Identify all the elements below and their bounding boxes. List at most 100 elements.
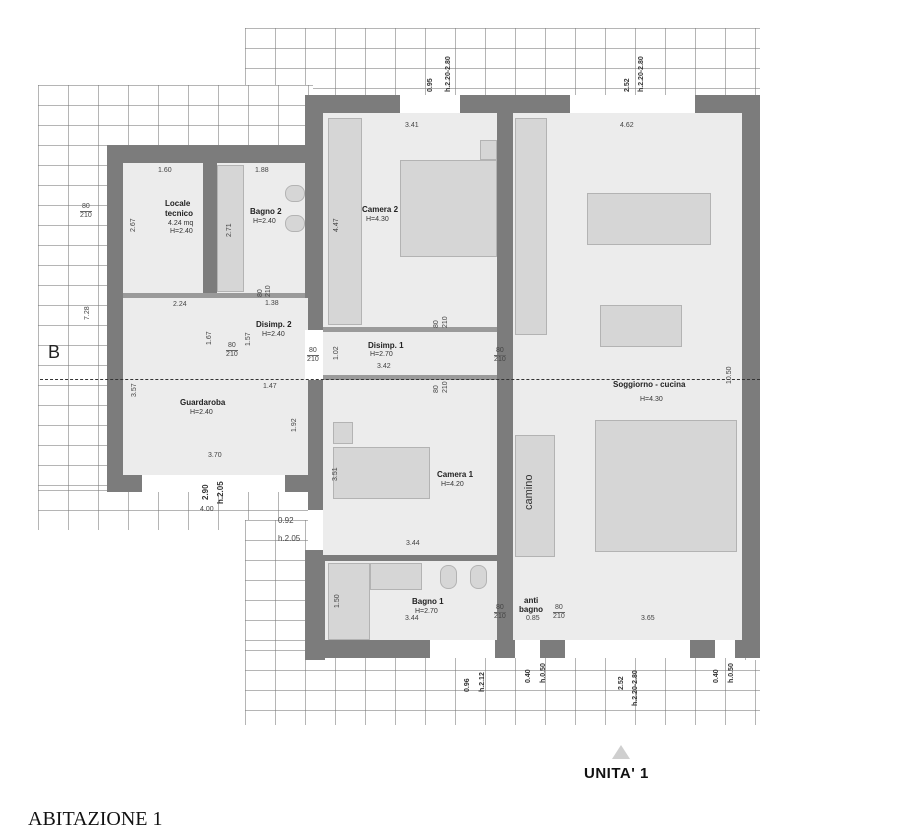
camera2-name: Camera 2	[362, 205, 399, 214]
wall-bottom-c	[540, 640, 565, 658]
door-bagno2-h: 210	[265, 285, 272, 297]
window-bagno1	[430, 640, 495, 658]
sofa-living	[595, 420, 737, 552]
paving-bottom-terrace	[245, 650, 760, 725]
room-locale-tecnico	[123, 163, 203, 293]
disimp1-name: Disimp. 1	[368, 341, 404, 350]
door-disimp1-right: 80 210	[494, 347, 506, 364]
window-soggiorno-top	[570, 95, 695, 113]
guardaroba-width: 3.70	[208, 452, 222, 459]
wall-main-left-upper	[305, 95, 323, 330]
window-guardaroba	[142, 475, 285, 492]
door-height: 210	[494, 613, 506, 620]
disimp2-depth: 1.57	[245, 332, 252, 346]
window-soggiorno-top-w: 2.52	[624, 78, 631, 92]
bottom-title: ABITAZIONE 1	[28, 808, 163, 830]
shower-bagno2	[217, 165, 244, 292]
bagno2-name: Bagno 2	[250, 207, 282, 216]
exterior-left-dim: 7.28	[84, 306, 91, 320]
door-width: 80	[553, 604, 565, 613]
window-antibagno	[515, 640, 540, 658]
kitchen-island	[587, 193, 711, 245]
bagno1-width: 3.44	[405, 615, 419, 622]
window-soggiorno-bottom	[565, 640, 690, 658]
disimp2-width: 1.38	[265, 300, 279, 307]
guardaroba-inner: 1.67	[206, 331, 213, 345]
door-bagno2-w: 80	[257, 289, 264, 297]
bed-camera2	[400, 160, 497, 257]
toilet-bagno1	[440, 565, 457, 589]
soggiorno-name: Soggiorno - cucina	[613, 380, 686, 389]
window-soggiorno-bottom-w: 2.52	[618, 676, 625, 690]
disimp2-name: Disimp. 2	[256, 320, 292, 329]
antibagno-name-2: bagno	[519, 605, 543, 614]
entrance-width: 0.92	[278, 516, 294, 525]
room-guardaroba	[123, 298, 308, 475]
bagno2-height: H=2.40	[253, 218, 276, 225]
door-camera2-h: 210	[442, 316, 449, 328]
locale-tecnico-area: 4.24 mq	[168, 220, 194, 227]
door-camera1-h: 210	[442, 381, 449, 393]
disimp1-depth: 1.02	[333, 346, 340, 360]
section-line-b	[40, 379, 760, 380]
bed-camera1	[333, 447, 430, 499]
bidet-bagno2	[285, 215, 305, 232]
door-height: 210	[226, 351, 238, 358]
bidet-bagno1	[470, 565, 487, 589]
door-width: 80	[494, 347, 506, 356]
camino-label: camino	[523, 474, 535, 510]
disimp2-height: H=2.40	[262, 331, 285, 338]
nightstand-camera1	[333, 422, 353, 444]
wall-main-left-lower	[308, 380, 323, 510]
window-guardaroba-h: h.2.05	[216, 481, 225, 504]
window-soggiorno-top-h: h.2.20-2.80	[638, 56, 645, 92]
locale-tecnico-depth: 2.67	[130, 218, 137, 232]
door-width: 80	[80, 203, 92, 212]
window-guardaroba-w: 2.90	[201, 484, 210, 500]
window-bagno1-h: h.2.12	[479, 672, 486, 692]
wall-main-right	[742, 95, 760, 655]
wall-bottom-d	[690, 640, 715, 658]
camera1-height: H=4.20	[441, 481, 464, 488]
bagno1-name: Bagno 1	[412, 597, 444, 606]
room-disimp1	[323, 332, 497, 375]
wall-left-wing-top	[107, 145, 322, 163]
antibagno-name-1: anti	[524, 596, 539, 605]
wall-bagno1-top	[325, 555, 560, 561]
disimp1-width: 3.42	[377, 363, 391, 370]
bagno1-height: H=2.70	[415, 608, 438, 615]
window-antibagno-h: h.0.50	[540, 663, 547, 683]
guardaroba-depth: 3.57	[131, 383, 138, 397]
door-width: 80	[307, 347, 319, 356]
locale-tecnico-name-2: tecnico	[165, 209, 194, 218]
window-soggiorno-small-w: 0.40	[713, 669, 720, 683]
locale-tecnico-width: 1.60	[158, 167, 172, 174]
camera1-depth: 3.51	[332, 467, 339, 481]
wall-bottom-b	[495, 640, 515, 658]
bagno2-depth: 2.71	[226, 223, 233, 237]
guardaroba-terrace-width: 4.00	[200, 506, 214, 513]
wall-left-wing-bottom-a	[107, 475, 142, 492]
kitchen-counter	[515, 118, 547, 335]
wall-guardaroba-top	[123, 293, 305, 298]
window-soggiorno-small-h: h.0.50	[728, 663, 735, 683]
door-width: 80	[226, 342, 238, 351]
guardaroba-mid-dim: 1.47	[263, 383, 277, 390]
toilet-bagno2	[285, 185, 305, 202]
wall-left-wing-left	[107, 145, 123, 492]
door-height: 210	[80, 212, 92, 219]
door-antibagno: 80 210	[553, 604, 565, 621]
wall-bottom-e	[735, 640, 760, 658]
window-camera2-w: 0.95	[427, 78, 434, 92]
entrance-height: h.2.05	[278, 534, 301, 543]
guardaroba-height: H=2.40	[190, 409, 213, 416]
dining-table	[600, 305, 682, 347]
window-camera2	[400, 95, 460, 113]
shower-bagno1	[328, 563, 370, 640]
soggiorno-depth: 10.50	[726, 366, 733, 384]
guardaroba-name: Guardaroba	[180, 398, 226, 407]
wall-left-wing-bottom-b	[285, 475, 315, 492]
unit-label: UNITA' 1	[584, 765, 649, 782]
door-height: 210	[553, 613, 565, 620]
locale-tecnico-height: H=2.40	[170, 228, 193, 235]
